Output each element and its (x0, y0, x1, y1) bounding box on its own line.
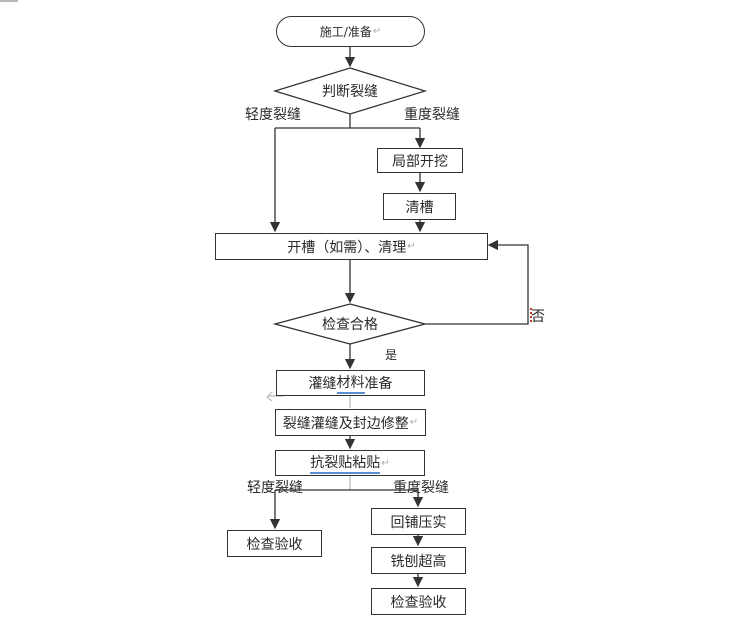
return-arrow-artifact (266, 391, 284, 402)
anti-crack-label: 抗裂贴粘贴 (310, 452, 381, 474)
inspect-light-node: 检查验收 (227, 530, 322, 557)
branch-light-top-label: 轻度裂缝 (245, 107, 301, 123)
paragraph-mark-icon: ↵ (407, 241, 416, 252)
material-prep-label-c: 准备 (364, 376, 393, 392)
paragraph-mark-icon: ↵ (381, 457, 390, 469)
local-excavation-node: 局部开挖 (377, 148, 463, 173)
slot-and-clean-node: 开槽（如需）、清理↵ (215, 233, 488, 260)
backfill-label: 回铺压实 (390, 514, 447, 531)
backfill-node: 回铺压实 (371, 508, 466, 535)
material-prep-label-a: 灌缝 (308, 376, 337, 392)
start-node-label: 施工/准备 (319, 25, 372, 39)
material-prep-label-b: 材料 (336, 372, 365, 394)
inspect-heavy-node: 检查验收 (371, 588, 466, 615)
slot-and-clean-label: 开槽（如需）、清理 (287, 239, 407, 256)
branch-light-bottom-label: 轻度裂缝 (247, 480, 303, 496)
decision-check-label: 检查合格 (322, 317, 378, 333)
clean-groove-node: 清槽 (383, 193, 456, 220)
branch-heavy-bottom-label: 重度裂缝 (393, 480, 449, 496)
start-node: 施工/准备↵ (276, 16, 425, 47)
grouting-label: 裂缝灌缝及封边修整 (282, 415, 409, 432)
local-excavation-label: 局部开挖 (392, 153, 448, 170)
milling-node: 铣刨超高 (371, 547, 466, 574)
top-edge-artifact (0, 0, 18, 2)
loop-no-branch (425, 239, 529, 325)
paragraph-mark-icon: ↵ (409, 417, 419, 428)
milling-label: 铣刨超高 (390, 553, 447, 570)
anti-crack-node: 抗裂贴粘贴↵ (275, 450, 425, 476)
branch-heavy-top-label: 重度裂缝 (404, 107, 460, 123)
yes-branch-label: 是 (385, 348, 398, 362)
no-branch-label: 否 (530, 306, 545, 326)
grouting-node: 裂缝灌缝及封边修整↵ (275, 409, 426, 436)
clean-groove-label: 清槽 (405, 199, 434, 216)
material-prep-node: 灌缝材料准备 (276, 370, 425, 396)
paragraph-mark-icon: ↵ (372, 26, 382, 37)
inspect-heavy-label: 检查验收 (390, 594, 447, 611)
decision-crack-label: 判断裂缝 (322, 84, 378, 100)
inspect-light-label: 检查验收 (246, 536, 303, 553)
